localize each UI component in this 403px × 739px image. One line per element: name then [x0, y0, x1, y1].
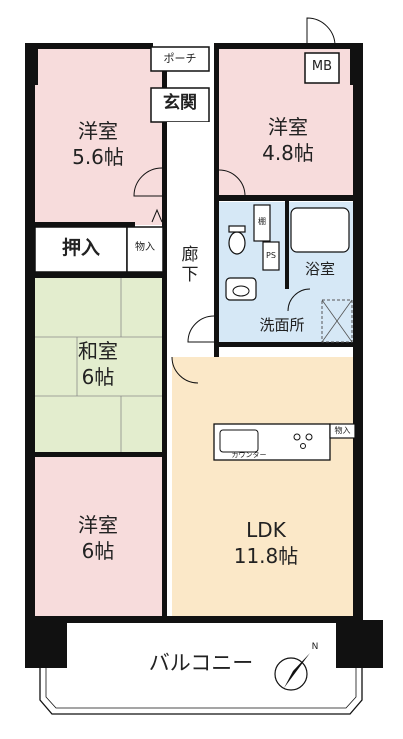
stove-burner	[305, 433, 313, 441]
closet-label: 押入	[61, 237, 100, 259]
western-room-3-floor	[33, 456, 165, 618]
balcony-label: バルコニー	[148, 651, 254, 675]
shelf-label: 棚	[258, 217, 266, 226]
washing-machine-pan	[321, 299, 353, 343]
western-room-3-name: 洋室	[78, 513, 118, 537]
hallway-label: 廊下	[181, 245, 199, 285]
storage-door-arrow	[151, 208, 163, 223]
entrance-box	[150, 87, 210, 123]
meter-box-area	[304, 52, 340, 84]
tatami-lines	[33, 278, 165, 454]
kitchen-storage-box	[329, 423, 356, 439]
japanese-room-floor	[33, 278, 165, 454]
washroom-label: 洗面所	[259, 316, 305, 334]
ldk-name: LDK	[246, 518, 286, 542]
stove-burner	[293, 433, 301, 441]
wash-basin	[225, 277, 257, 301]
closet-box	[34, 226, 128, 273]
entrance-door-swing	[306, 17, 336, 48]
kitchen-sink	[219, 429, 259, 453]
compass	[274, 653, 310, 691]
storage-box	[126, 226, 164, 273]
hallway-floor	[167, 122, 214, 357]
porch-label: ポーチ	[163, 52, 197, 65]
counter-label: カウンター	[231, 451, 267, 459]
western-room-1-size: 5.6帖	[72, 145, 124, 169]
western-room-1-name: 洋室	[78, 119, 118, 143]
ldk-floor	[172, 357, 356, 618]
compass-needle-icon	[284, 653, 310, 688]
japanese-room-name: 和室	[78, 339, 118, 363]
kitchen-storage-label: 物入	[334, 426, 351, 435]
toilet-area	[228, 204, 280, 271]
balcony-rail	[39, 668, 363, 715]
windows	[30, 43, 330, 621]
bathroom-label: 浴室	[304, 260, 335, 278]
door-swings	[133, 167, 311, 384]
stove-burner	[300, 443, 306, 449]
western-room-3-size: 6帖	[81, 539, 115, 563]
western-room-2-size: 4.8帖	[262, 141, 314, 165]
western-room-1-floor	[33, 47, 165, 225]
porch-box	[150, 46, 210, 72]
storage-label: 物入	[135, 242, 155, 253]
ldk-size: 11.8帖	[233, 544, 299, 568]
bathtub	[290, 207, 350, 253]
japanese-room-size: 6帖	[81, 365, 115, 389]
pipe-space-label: PS	[266, 251, 276, 260]
compass-north-label: N	[311, 642, 319, 652]
entrance-label: 玄関	[163, 93, 197, 113]
meter-box-label: MB	[311, 59, 333, 74]
western-room-2-name: 洋室	[268, 115, 308, 139]
